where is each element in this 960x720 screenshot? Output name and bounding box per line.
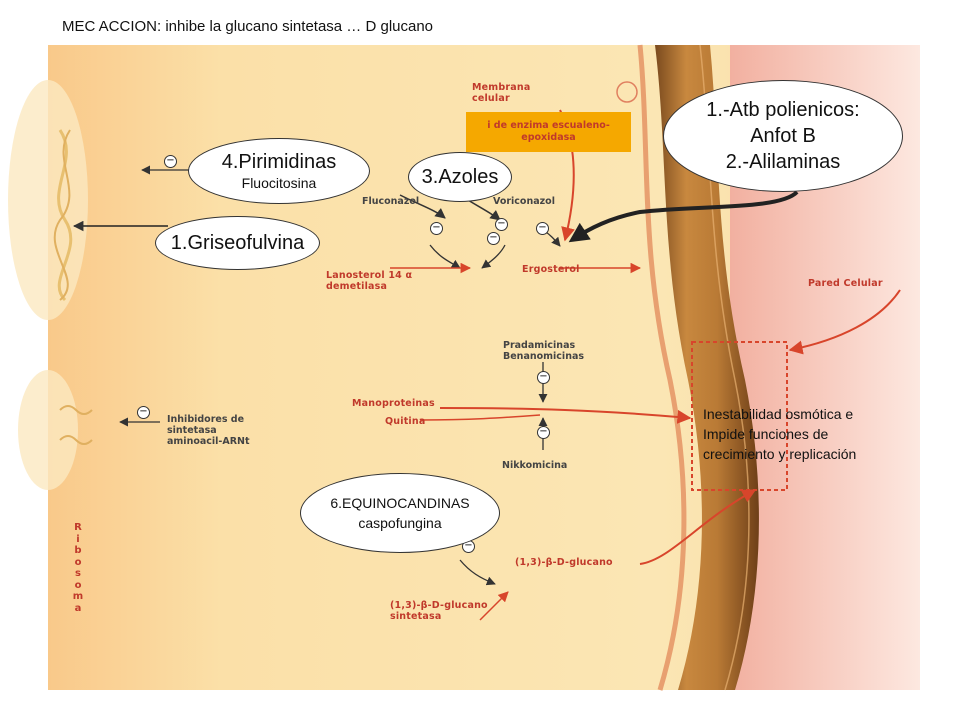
mrna-strand-2 [59,435,93,445]
inhibit-icon: − [536,222,549,235]
enzyme-line1: i de enzima escualeno- [487,120,610,131]
lanosterol-line1: Lanosterol 14 α [326,270,413,281]
label-fluconazol: Fluconazol [362,196,420,207]
ribosoma-letter: a [74,602,82,614]
enzyme-box: i de enzima escualeno- epoxidasa [466,112,631,152]
page-title: MEC ACCION: inhibe la glucano sintetasa … [62,18,434,35]
lanosterol-line2: demetilasa [326,281,388,292]
ribosoma-letter: o [74,579,82,591]
polienicos-line3: 2.-Alilaminas [725,151,841,173]
inhibidores-line1: Inhibidores de [167,414,245,425]
inhibidores-line3: aminoacil-ARNt [167,436,250,447]
cell-membrane [637,44,687,691]
enzyme-line2: epoxidasa [521,132,576,143]
arrow-azoles-1 [399,194,446,219]
oval-equinocandinas: 6.EQUINOCANDINAS caspofungina [300,473,500,553]
label-pared-celular: Pared Celular [808,278,883,289]
polienicos-line1: 1.-Atb polienicos: [706,99,860,121]
ribosome-shape [18,370,78,490]
label-quitina: Quitina [385,416,426,427]
glucano-sintetasa-line1: (1,3)-β-D-glucano [390,600,488,611]
label-manoproteinas: Manoproteinas [352,398,435,409]
inhibit-icon: − [537,371,550,384]
inhibit-icon: − [537,426,550,439]
inhibit-icon: − [430,222,443,235]
mrna-strand [59,405,93,415]
oval-griseofulvina: 1.Griseofulvina [155,216,320,270]
polienicos-line2: Anfot B [750,125,816,147]
arrow-polienicos [568,190,799,243]
griseofulvina-title: 1.Griseofulvina [170,231,305,254]
equinocandinas-sub: caspofungina [358,515,442,531]
inhibit-icon: − [487,232,500,245]
ribosoma-letter: i [76,533,80,545]
label-glucano: (1,3)-β-D-glucano [515,557,613,568]
arrow-glucano [639,489,757,565]
nucleus-shape [8,80,88,320]
pradamicinas-text: Pradamicinas [503,340,576,351]
label-inhibidores: Inhibidores de sintetasa aminoacil-ARNt [167,414,250,447]
label-membrana: Membrana celular [472,82,530,104]
inhibit-icon: − [137,406,150,419]
equinocandinas-title: 6.EQUINOCANDINAS [330,495,470,511]
inhibit-icon: − [495,218,508,231]
label-nikkomicina: Nikkomicina [502,460,568,471]
ribosoma-letter: s [75,568,81,579]
arrow-pared [788,289,901,355]
inhibidores-line2: sintetasa [167,425,217,436]
dna-strand-2 [53,129,71,301]
glucano-sintetasa-line2: sintetasa [390,611,442,622]
oval-pirimidinas: 4.Pirimidinas Fluocitosina [188,138,370,204]
arrow-fluconazol [429,244,461,269]
dna-strand [57,129,73,302]
instability-note: Inestabilidad osmótica e Impide funcione… [703,404,856,464]
arrow-glucano-sintetasa [479,591,509,621]
inhibit-icon: − [164,155,177,168]
membrana-line1: Membrana [472,82,531,93]
membrana-line2: celular [472,93,510,104]
ribosoma-letter: m [72,591,84,602]
instability-box [691,341,788,491]
arrow-voriconazol [481,244,506,269]
pirimidinas-title: 4.Pirimidinas [221,151,337,173]
label-glucano-sintetasa: (1,3)-β-D-glucano sintetasa [390,600,488,622]
oval-azoles: 3.Azoles [408,152,512,202]
label-lanosterol: Lanosterol 14 α demetilasa [326,270,412,292]
arrow-quitina [419,414,541,421]
label-pradamicinas: Pradamicinas Benanomicinas [503,340,584,362]
arrow-manoproteinas [439,407,692,424]
label-voriconazol: Voriconazol [493,196,555,207]
membrane-detail [616,81,638,103]
arrow-caspofungina [459,559,496,586]
ribosoma-letter: o [74,556,82,568]
azoles-title: 3.Azoles [421,165,499,188]
note-line2: Impide funciones de [703,426,829,442]
oval-polienicos: 1.-Atb polienicos: Anfot B 2.-Alilaminas [663,80,903,192]
label-ergosterol: Ergosterol [522,264,580,275]
note-line1: Inestabilidad osmótica e [703,406,854,422]
pirimidinas-sub: Fluocitosina [241,175,317,191]
cell-wall [655,45,759,690]
note-line3: crecimiento y replicación [703,446,857,462]
ribosoma-letter: R [74,522,82,533]
ribosoma-letter: b [74,545,82,556]
benanomicinas-text: Benanomicinas [503,351,585,362]
